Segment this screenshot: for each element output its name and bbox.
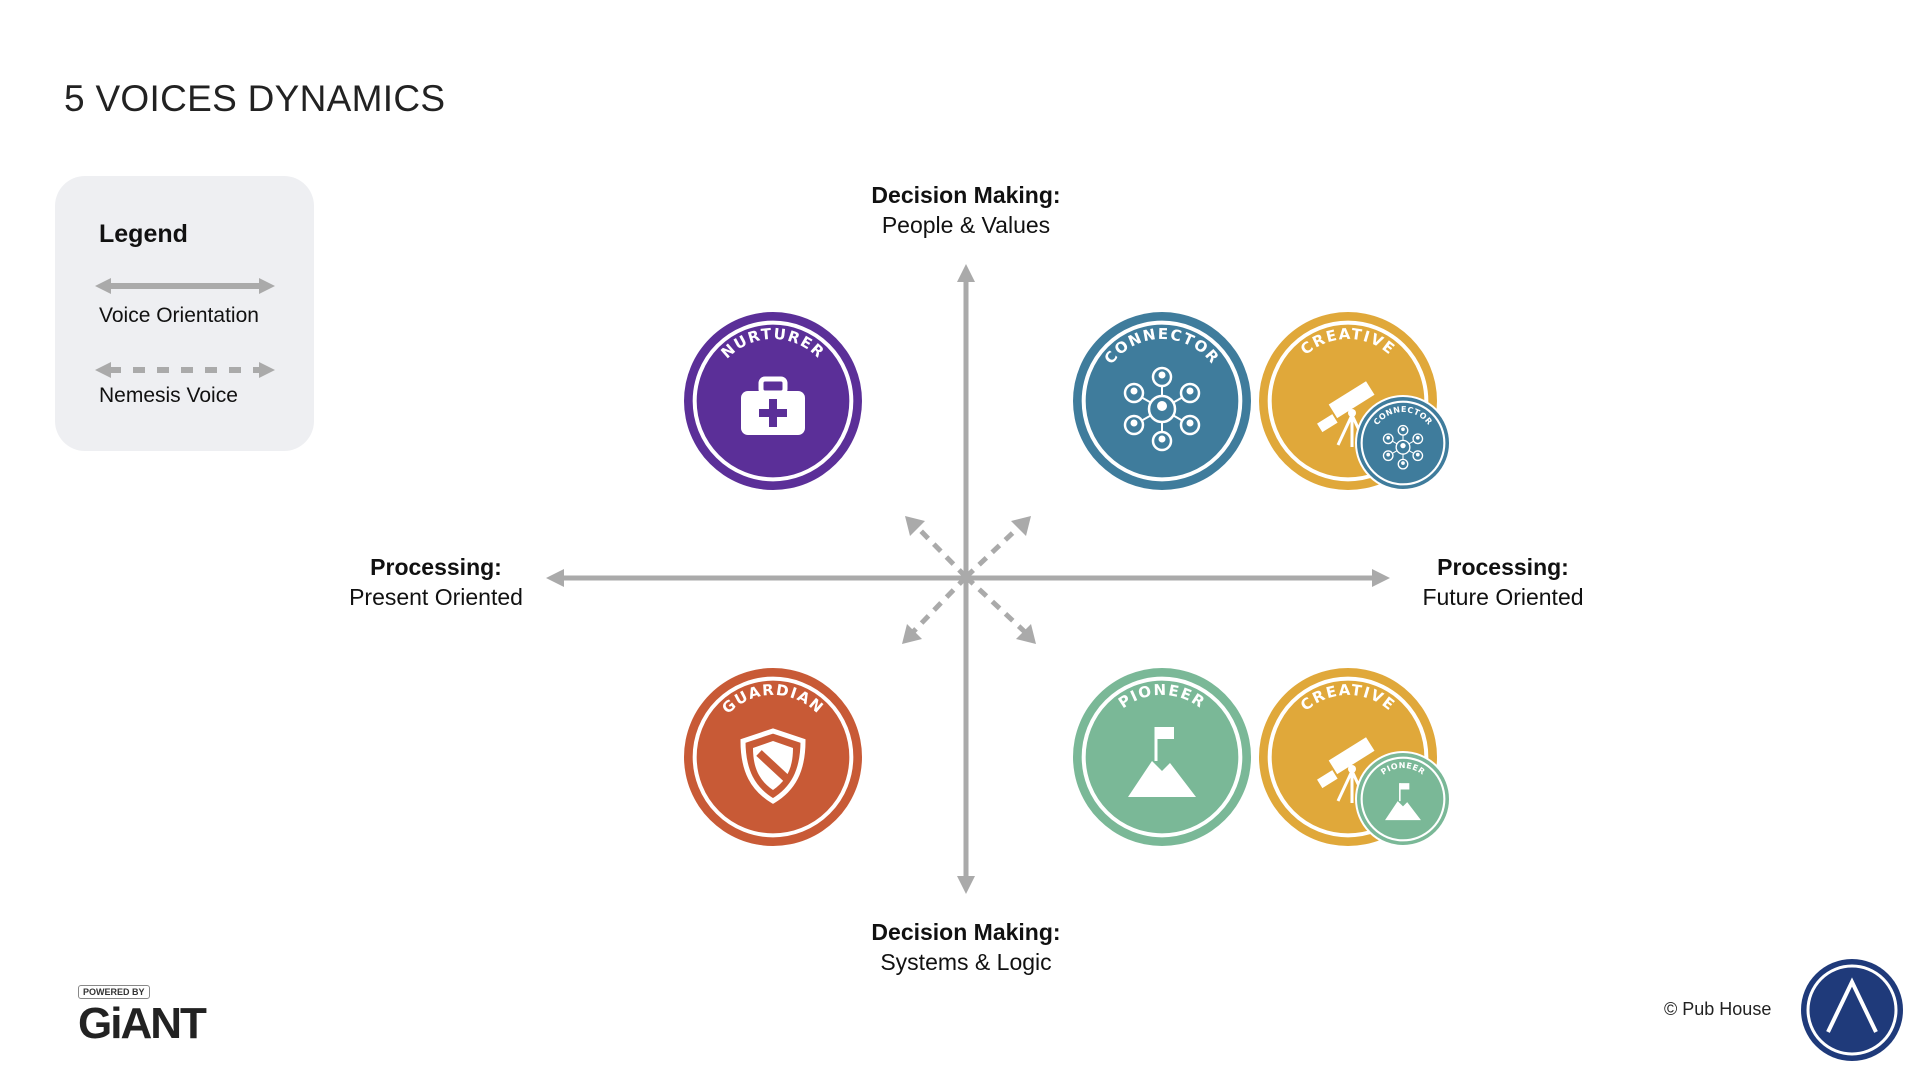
axis-label-top: Decision Making:People & Values xyxy=(871,182,1061,238)
arrow-right-icon xyxy=(1372,569,1390,587)
arrow-down-icon xyxy=(957,876,975,894)
legend-title: Legend xyxy=(99,220,188,248)
pub-house-logo-icon xyxy=(1801,959,1903,1061)
copyright: © Pub House xyxy=(1664,999,1772,1019)
guardian-badge: GUARDIAN xyxy=(684,668,862,846)
telescope-icon xyxy=(1317,737,1375,803)
powered-by-badge: POWERED BY xyxy=(78,985,150,999)
arrow-up-icon xyxy=(957,264,975,282)
nurturer-badge: NURTURER xyxy=(684,312,862,490)
shield-icon xyxy=(740,728,806,804)
legend: Legend Voice Orientation Nemesis Voice xyxy=(55,176,314,451)
axis-label-left: Processing:Present Oriented xyxy=(349,554,523,610)
giant-logo: POWERED BY GiANT xyxy=(78,982,207,1048)
first-aid-kit-icon xyxy=(741,376,805,435)
network-people-icon xyxy=(1123,366,1201,452)
legend-label-voice-orientation: Voice Orientation xyxy=(99,304,259,327)
arrow-left-icon xyxy=(546,569,564,587)
page-title: 5 VOICES DYNAMICS xyxy=(64,78,446,119)
pioneer-badge: PIONEER xyxy=(1073,668,1251,846)
mountain-flag-icon xyxy=(1128,727,1196,797)
dashed-arrow-icon xyxy=(95,362,275,378)
network-people-icon xyxy=(1382,424,1424,470)
diagonal-arrowheads xyxy=(902,516,1036,644)
legend-label-nemesis-voice: Nemesis Voice xyxy=(99,384,238,407)
connector-badge: CONNECTOR xyxy=(1073,312,1251,490)
solid-arrow-icon xyxy=(95,278,275,294)
nemesis-connector-badge: CONNECTOR xyxy=(1355,395,1451,491)
axis-label-right: Processing:Future Oriented xyxy=(1422,554,1584,610)
giant-brand: GiANT xyxy=(78,999,207,1048)
nemesis-diagonals xyxy=(910,524,1028,635)
nemesis-pioneer-badge: PIONEER xyxy=(1355,751,1451,847)
axis-label-bottom: Decision Making:Systems & Logic xyxy=(871,919,1061,975)
mountain-flag-icon xyxy=(1385,783,1421,821)
